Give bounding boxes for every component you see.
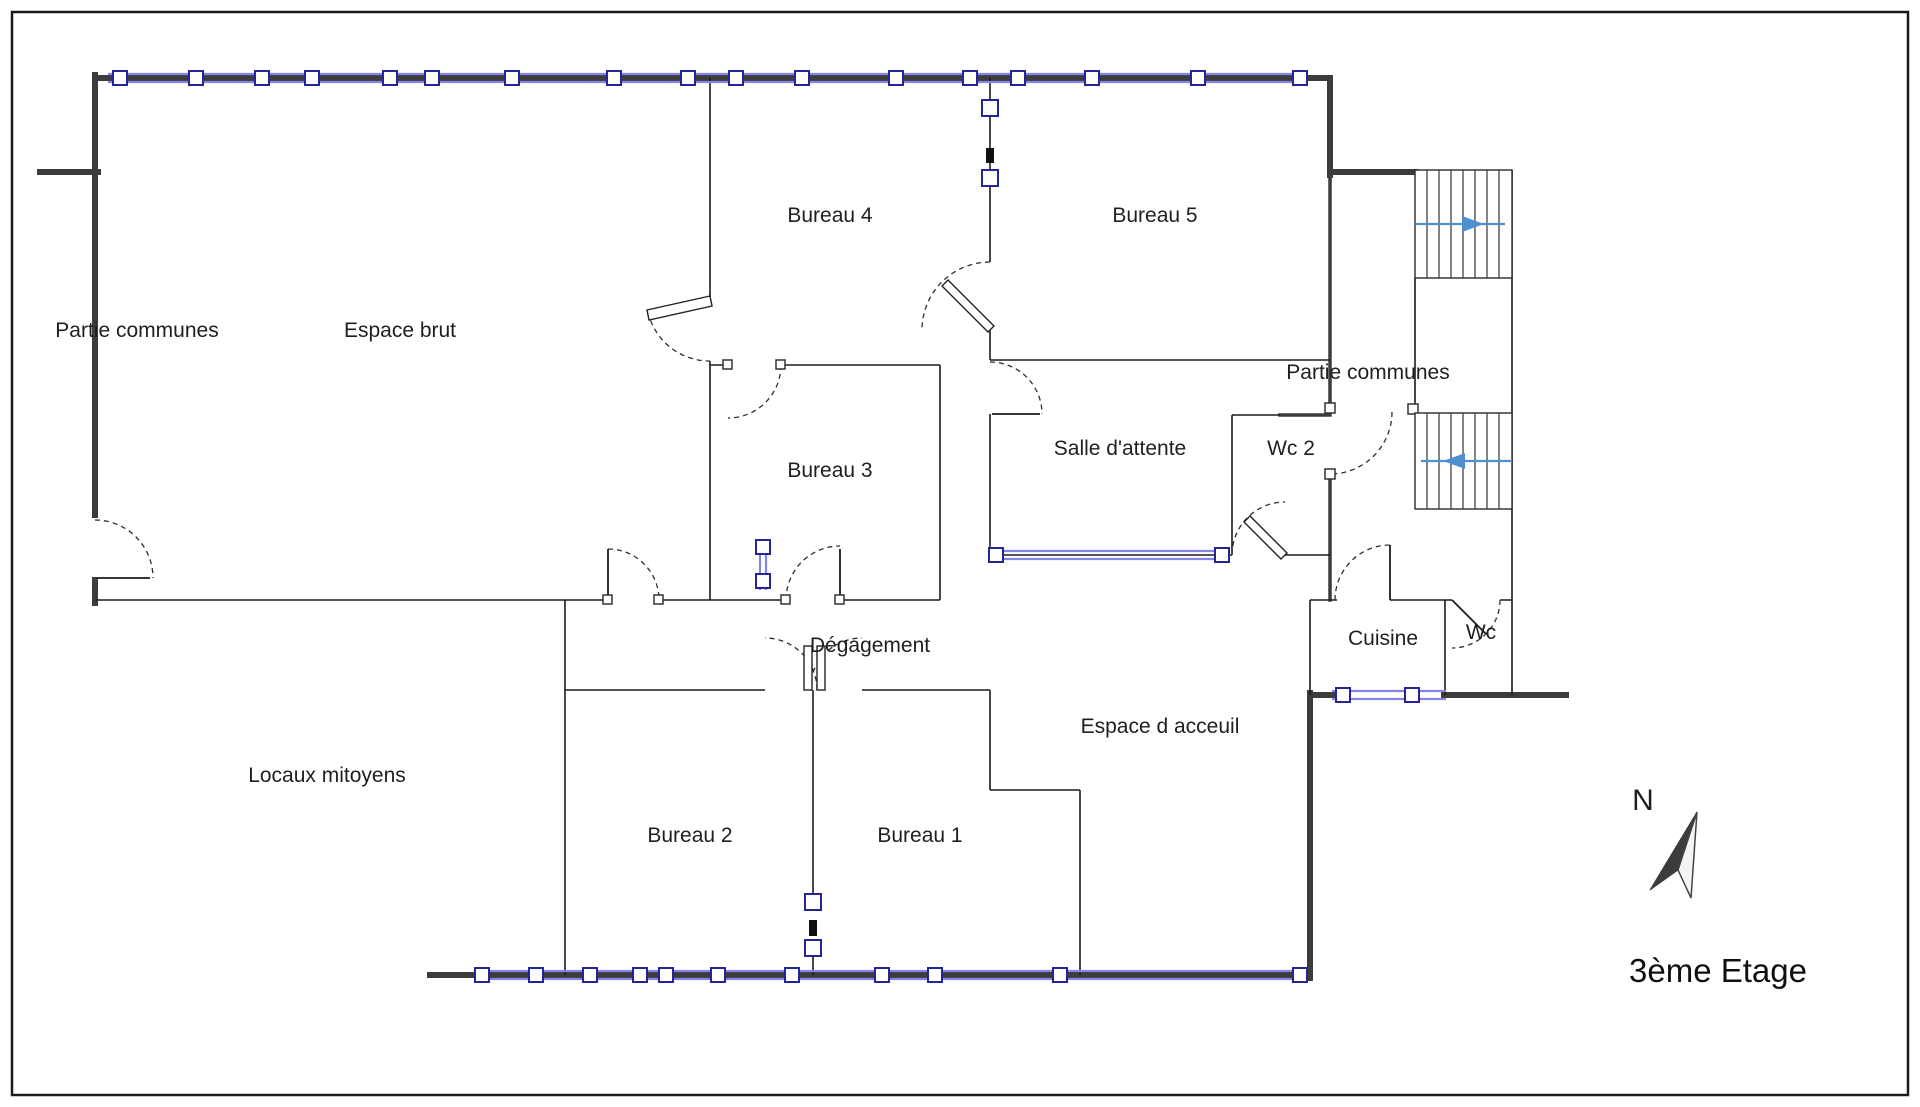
double-door-leaf [816,645,826,691]
room-label-bureau-4: Bureau 4 [787,204,873,227]
window-post [1404,687,1420,703]
plan-frame [10,10,1910,1097]
shaft-box [981,99,999,117]
shaft-mark [809,920,817,936]
room-label-cuisine: Cuisine [1348,627,1418,650]
door-leaf [1243,515,1288,560]
shaft-box [804,939,822,957]
room-label-bureau-5: Bureau 5 [1112,204,1197,227]
doors-layer [94,261,1501,691]
north-label: N [1632,784,1654,817]
shaft-mark [986,148,994,163]
north-needle-icon [1677,811,1698,899]
north-arrow: N [1632,784,1698,899]
fixtures-layer [804,99,999,957]
room-label-salle-attente: Salle d'attente [1054,437,1186,460]
door-leaf [941,279,995,333]
room-label-espace-brut: Espace brut [344,319,456,342]
room-label-degagement: Dégagement [810,634,930,657]
walls-layer [37,72,1569,981]
shaft-box [804,893,822,911]
room-label-bureau-2: Bureau 2 [647,824,732,847]
floor-title: 3ème Etage [1629,952,1807,989]
door-posts [602,359,1419,605]
room-label-partie-communes-right: Partie communes [1286,361,1449,384]
window-post [755,539,771,555]
window-post [988,547,1004,563]
stair-direction-arrow-up [1462,216,1484,232]
room-label-espace-acceuil: Espace d acceuil [1081,715,1240,738]
labels-layer: Partie communes Espace brut Bureau 4 Bur… [55,204,1496,847]
room-label-bureau-3: Bureau 3 [787,459,872,482]
room-label-wc: Wc [1466,621,1496,644]
room-label-locaux-mitoyens: Locaux mitoyens [248,764,406,787]
stairs-upper [1414,169,1513,279]
window-post [1335,687,1351,703]
room-label-partie-communes-left: Partie communes [55,319,218,342]
window-mullions-top [112,70,1308,86]
window-post [1214,547,1230,563]
windows-layer [108,70,1446,983]
double-door-leaf [803,645,813,691]
stair-direction-arrow-down [1443,453,1465,469]
partitions-layer [95,78,1513,975]
room-label-bureau-1: Bureau 1 [877,824,962,847]
room-label-wc-2: Wc 2 [1267,437,1315,460]
window-post [755,573,771,589]
door-leaf [646,295,713,321]
shaft-box [981,169,999,187]
stairs-lower [1414,412,1513,510]
window-mullions-bottom [474,967,1308,983]
